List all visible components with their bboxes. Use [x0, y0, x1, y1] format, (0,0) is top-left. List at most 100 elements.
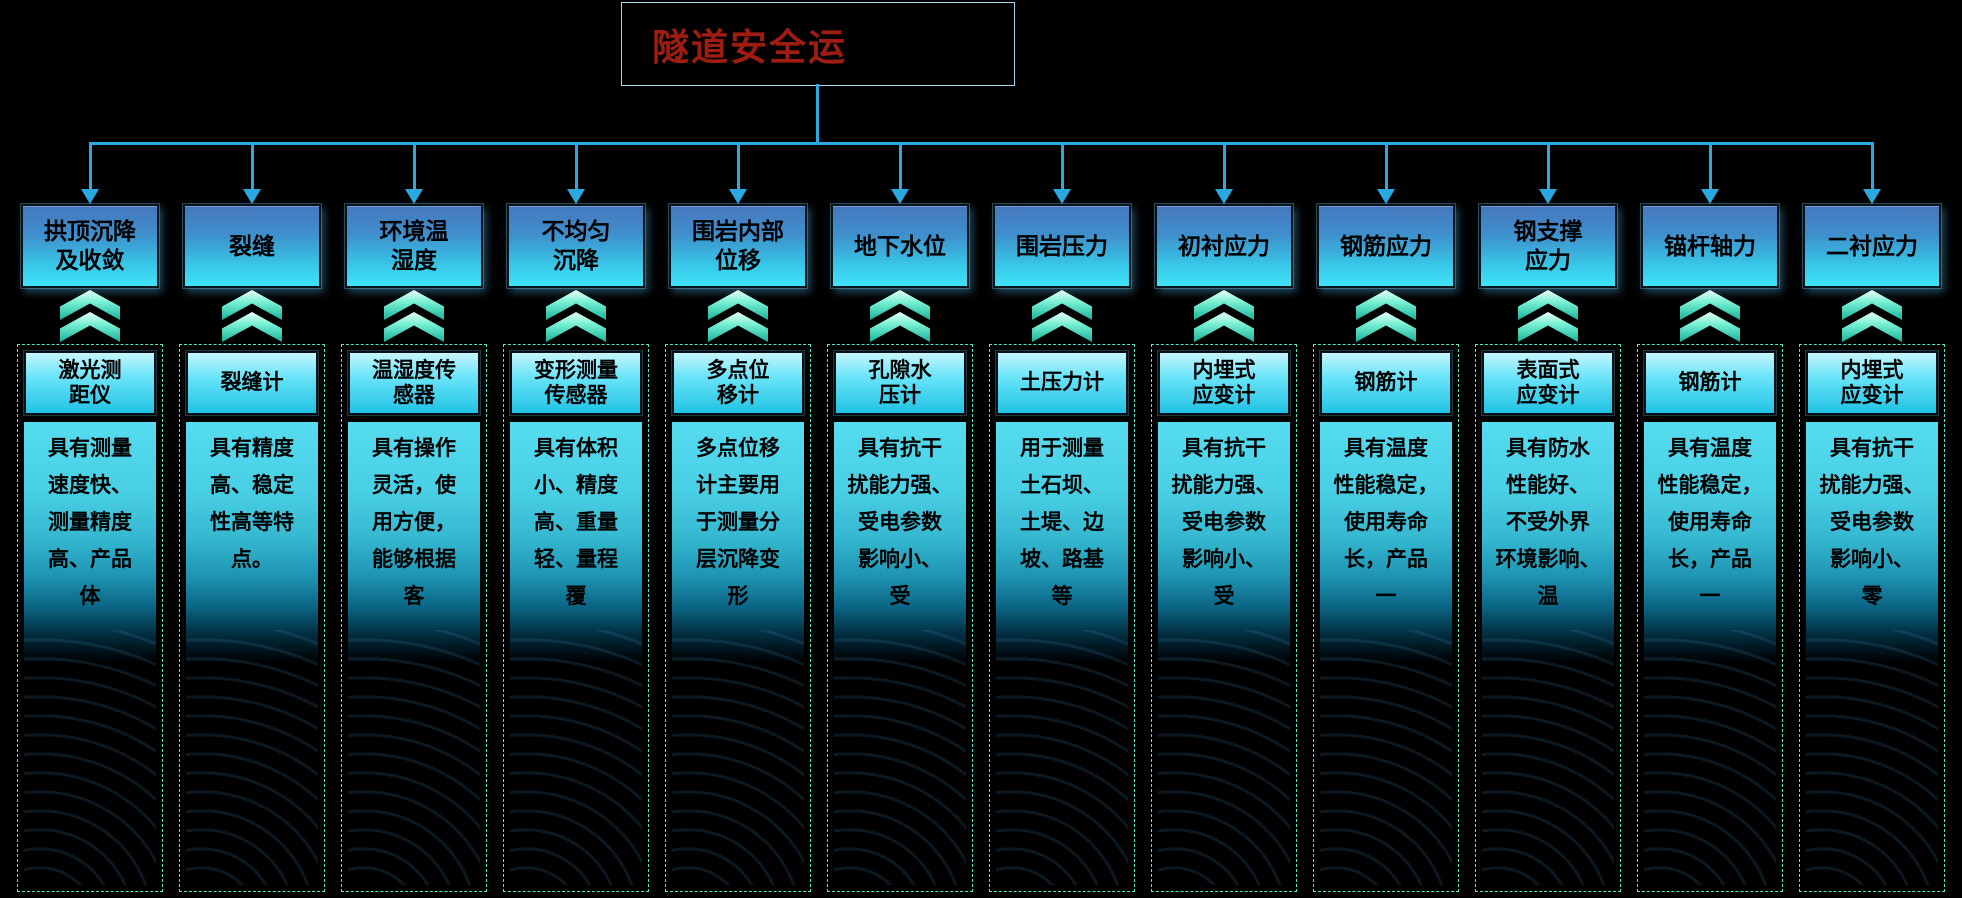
chevron-shape	[60, 312, 120, 342]
instrument-name-box: 内埋式 应变计	[1158, 351, 1290, 415]
chevron-shape	[384, 312, 444, 342]
instrument-name-box: 温湿度传 感器	[348, 351, 480, 415]
arrow-down-icon	[729, 189, 747, 204]
column-liefeng: 裂缝 裂缝计 具有精度 高、稳定 性高等特 点。	[178, 0, 326, 898]
chevron-up-icon	[870, 290, 930, 342]
category-box: 锚杆轴力	[1641, 204, 1779, 288]
instrument-name-box: 激光测 距仪	[24, 351, 156, 415]
instrument-panel: 钢筋计 具有温度 性能稳定， 使用寿命 长，产品 一	[1637, 344, 1783, 892]
instrument-description: 具有体积 小、精度 高、重量 轻、量程 覆	[510, 422, 642, 885]
column-chuchen: 初衬应力 内埋式 应变计 具有抗干 扰能力强、 受电参数 影响小、 受	[1150, 0, 1298, 898]
instrument-name-box: 土压力计	[996, 351, 1128, 415]
instrument-panel: 钢筋计 具有温度 性能稳定， 使用寿命 长，产品 一	[1313, 344, 1459, 892]
connector-drop-line	[89, 142, 92, 189]
instrument-name-box: 表面式 应变计	[1482, 351, 1614, 415]
column-maogan: 锚杆轴力 钢筋计 具有温度 性能稳定， 使用寿命 长，产品 一	[1636, 0, 1784, 898]
title-connector-line	[816, 84, 819, 144]
instrument-description: 具有测量 速度快、 测量精度 高、产品 体	[24, 422, 156, 885]
arrow-down-icon	[1701, 189, 1719, 204]
arrow-down-icon	[1863, 189, 1881, 204]
column-gangjinyingli: 钢筋应力 钢筋计 具有温度 性能稳定， 使用寿命 长，产品 一	[1312, 0, 1460, 898]
connector-drop-line	[1061, 142, 1064, 189]
column-wenshidu: 环境温 湿度 温湿度传 感器 具有操作 灵活，使 用方便， 能够根据 客	[340, 0, 488, 898]
diagram-title: 隧道安全运	[652, 27, 847, 68]
chevron-up-icon	[1194, 290, 1254, 342]
connector-bus-line	[89, 142, 1873, 145]
instrument-description: 多点位移 计主要用 于测量分 层沉降变 形	[672, 422, 804, 885]
chevron-shape	[1194, 312, 1254, 342]
chevron-up-icon	[1680, 290, 1740, 342]
instrument-description: 具有精度 高、稳定 性高等特 点。	[186, 422, 318, 885]
chevron-up-icon	[384, 290, 444, 342]
chevron-shape	[1518, 312, 1578, 342]
instrument-name-box: 变形测量 传感器	[510, 351, 642, 415]
instrument-description: 用于测量 土石坝、 土堤、边 坡、路基 等	[996, 422, 1128, 885]
chevron-up-icon	[1032, 290, 1092, 342]
chevron-shape	[1356, 312, 1416, 342]
connector-drop-line	[1871, 142, 1874, 189]
instrument-name-box: 钢筋计	[1320, 351, 1452, 415]
title-box: 隧道安全运	[621, 2, 1015, 86]
instrument-name-box: 裂缝计	[186, 351, 318, 415]
chevron-up-icon	[1356, 290, 1416, 342]
category-box: 二衬应力	[1803, 204, 1941, 288]
instrument-description: 具有温度 性能稳定， 使用寿命 长，产品 一	[1320, 422, 1452, 885]
category-box: 裂缝	[183, 204, 321, 288]
instrument-name-box: 孔隙水 压计	[834, 351, 966, 415]
arrow-down-icon	[891, 189, 909, 204]
instrument-panel: 变形测量 传感器 具有体积 小、精度 高、重量 轻、量程 覆	[503, 344, 649, 892]
instrument-panel: 孔隙水 压计 具有抗干 扰能力强、 受电参数 影响小、 受	[827, 344, 973, 892]
chevron-shape	[222, 312, 282, 342]
instrument-name-box: 多点位 移计	[672, 351, 804, 415]
instrument-panel: 内埋式 应变计 具有抗干 扰能力强、 受电参数 影响小、 零	[1799, 344, 1945, 892]
arrow-down-icon	[405, 189, 423, 204]
columns-grid: 拱顶沉降 及收敛 激光测 距仪 具有测量 速度快、 测量精度 高、产品 体 裂缝…	[16, 0, 1946, 898]
chevron-shape	[546, 312, 606, 342]
arrow-down-icon	[567, 189, 585, 204]
arrow-down-icon	[1539, 189, 1557, 204]
arrow-down-icon	[1053, 189, 1071, 204]
instrument-panel: 多点位 移计 多点位移 计主要用 于测量分 层沉降变 形	[665, 344, 811, 892]
column-weiyanyali: 围岩压力 土压力计 用于测量 土石坝、 土堤、边 坡、路基 等	[988, 0, 1136, 898]
connector-drop-line	[899, 142, 902, 189]
instrument-description: 具有防水 性能好、 不受外界 环境影响、 温	[1482, 422, 1614, 885]
category-box: 环境温 湿度	[345, 204, 483, 288]
category-box: 钢筋应力	[1317, 204, 1455, 288]
connector-drop-line	[413, 142, 416, 189]
category-box: 初衬应力	[1155, 204, 1293, 288]
arrow-down-icon	[1377, 189, 1395, 204]
arrow-down-icon	[81, 189, 99, 204]
instrument-description: 具有操作 灵活，使 用方便， 能够根据 客	[348, 422, 480, 885]
chevron-up-icon	[1518, 290, 1578, 342]
column-dixiashuiwei: 地下水位 孔隙水 压计 具有抗干 扰能力强、 受电参数 影响小、 受	[826, 0, 974, 898]
instrument-description: 具有抗干 扰能力强、 受电参数 影响小、 受	[834, 422, 966, 885]
connector-drop-line	[1709, 142, 1712, 189]
column-gangzhicheng: 钢支撑 应力 表面式 应变计 具有防水 性能好、 不受外界 环境影响、 温	[1474, 0, 1622, 898]
arrow-down-icon	[243, 189, 261, 204]
column-erchen: 二衬应力 内埋式 应变计 具有抗干 扰能力强、 受电参数 影响小、 零	[1798, 0, 1946, 898]
category-box: 钢支撑 应力	[1479, 204, 1617, 288]
connector-drop-line	[251, 142, 254, 189]
instrument-description: 具有温度 性能稳定， 使用寿命 长，产品 一	[1644, 422, 1776, 885]
chevron-shape	[1842, 312, 1902, 342]
instrument-panel: 激光测 距仪 具有测量 速度快、 测量精度 高、产品 体	[17, 344, 163, 892]
chevron-shape	[708, 312, 768, 342]
category-box: 不均匀 沉降	[507, 204, 645, 288]
instrument-description: 具有抗干 扰能力强、 受电参数 影响小、 零	[1806, 422, 1938, 885]
chevron-shape	[1032, 312, 1092, 342]
category-box: 围岩内部 位移	[669, 204, 807, 288]
column-gongding: 拱顶沉降 及收敛 激光测 距仪 具有测量 速度快、 测量精度 高、产品 体	[16, 0, 164, 898]
connector-drop-line	[737, 142, 740, 189]
chevron-up-icon	[60, 290, 120, 342]
connector-drop-line	[1385, 142, 1388, 189]
instrument-name-box: 内埋式 应变计	[1806, 351, 1938, 415]
chevron-up-icon	[546, 290, 606, 342]
chevron-up-icon	[1842, 290, 1902, 342]
arrow-down-icon	[1215, 189, 1233, 204]
instrument-panel: 裂缝计 具有精度 高、稳定 性高等特 点。	[179, 344, 325, 892]
instrument-panel: 土压力计 用于测量 土石坝、 土堤、边 坡、路基 等	[989, 344, 1135, 892]
connector-drop-line	[575, 142, 578, 189]
instrument-panel: 温湿度传 感器 具有操作 灵活，使 用方便， 能够根据 客	[341, 344, 487, 892]
chevron-shape	[1680, 312, 1740, 342]
